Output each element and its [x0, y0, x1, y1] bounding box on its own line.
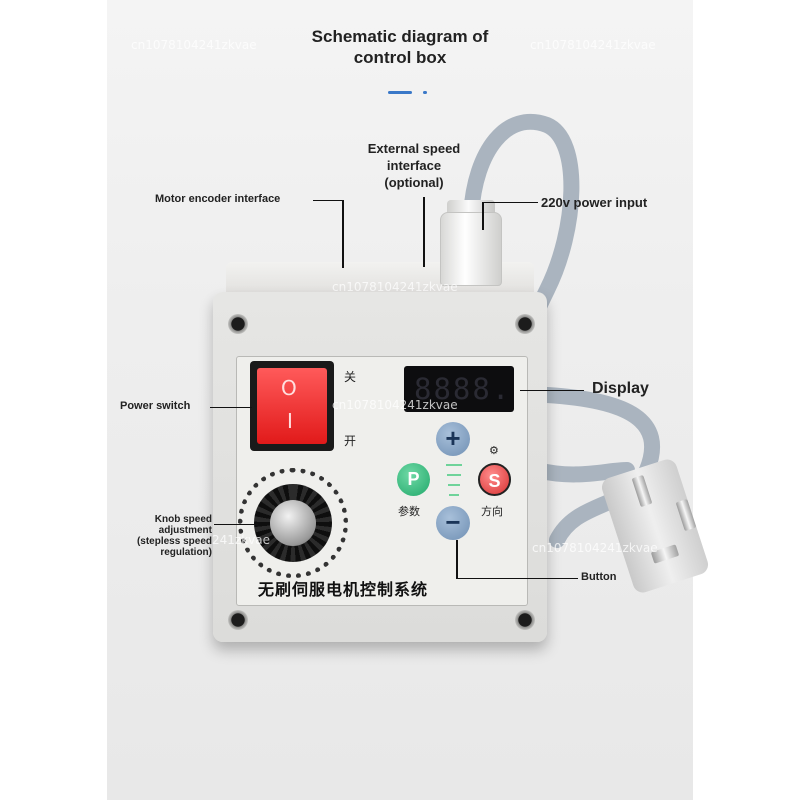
direction-label: 方向 [481, 505, 503, 518]
power-switch-label: Power switch [120, 400, 191, 412]
button-label: Button [581, 571, 617, 583]
speed-indicator-bar [447, 474, 461, 476]
external-speed-label-line: interface [386, 158, 442, 173]
switch-off-label: 关 [344, 370, 357, 384]
speed-knob-cap[interactable] [270, 500, 316, 546]
direction-button[interactable]: S [478, 463, 511, 496]
leader-line [342, 200, 344, 268]
leader-line [456, 578, 578, 579]
speed-indicator-bar [446, 464, 462, 466]
leader-line [423, 197, 425, 267]
rotation-icon: ⚙ [489, 444, 499, 457]
leader-line [482, 202, 538, 203]
speed-indicator-bar [449, 494, 459, 496]
leader-line [214, 524, 258, 525]
knob-scale [238, 468, 348, 578]
watermark: cn1078104241zkvae [530, 38, 656, 52]
watermark: cn1078104241zkvae [332, 398, 458, 412]
system-name: 无刷伺服电机控制系统 [258, 580, 429, 599]
knob-label: Knob speed adjustment (stepless speed re… [132, 514, 212, 558]
title-accent-bar [388, 91, 412, 94]
external-speed-label-line: (optional) [384, 175, 444, 190]
plus-button[interactable]: + [436, 422, 470, 456]
screw-icon [228, 610, 248, 630]
knob-label-line: regulation) [160, 547, 212, 558]
title-line-1: Schematic diagram of [311, 27, 489, 46]
parameter-button[interactable]: P [397, 463, 430, 496]
leader-line [520, 390, 584, 391]
digital-display [404, 366, 514, 412]
watermark: cn1078104241zkvae [332, 280, 458, 294]
speed-indicator-bar [448, 484, 460, 486]
external-speed-label: External speed interface (optional) [357, 140, 471, 191]
switch-on-label: 开 [344, 434, 357, 448]
power-input-label: 220v power input [541, 195, 648, 210]
diagram-title: Schematic diagram of control box [0, 26, 800, 68]
title-line-2: control box [353, 48, 447, 67]
title-accent-dot [423, 91, 427, 94]
leader-line [210, 407, 252, 408]
watermark: cn1078104241zkvae [532, 541, 658, 555]
display-digits: 8888. [414, 372, 512, 406]
knob-label-line: Knob speed [154, 514, 212, 525]
power-switch[interactable] [257, 368, 327, 444]
display-label: Display [592, 380, 649, 397]
minus-button[interactable]: − [436, 506, 470, 540]
switch-on-symbol: I [287, 409, 293, 433]
knob-label-line: (stepless speed [136, 536, 212, 547]
watermark: 241zkvae [212, 533, 270, 547]
leader-line [482, 202, 484, 230]
switch-off-symbol: O [281, 376, 297, 400]
motor-encoder-label: Motor encoder interface [155, 193, 281, 205]
knob-label-line: adjustment [158, 525, 212, 536]
screw-icon [228, 314, 248, 334]
screw-icon [515, 314, 535, 334]
cable-gland [440, 212, 502, 286]
external-speed-label-line: External speed [367, 141, 461, 156]
leader-line [456, 540, 458, 578]
watermark: cn1078104241zkvae [131, 38, 257, 52]
parameter-label: 参数 [398, 505, 420, 518]
leader-line [313, 200, 343, 201]
screw-icon [515, 610, 535, 630]
